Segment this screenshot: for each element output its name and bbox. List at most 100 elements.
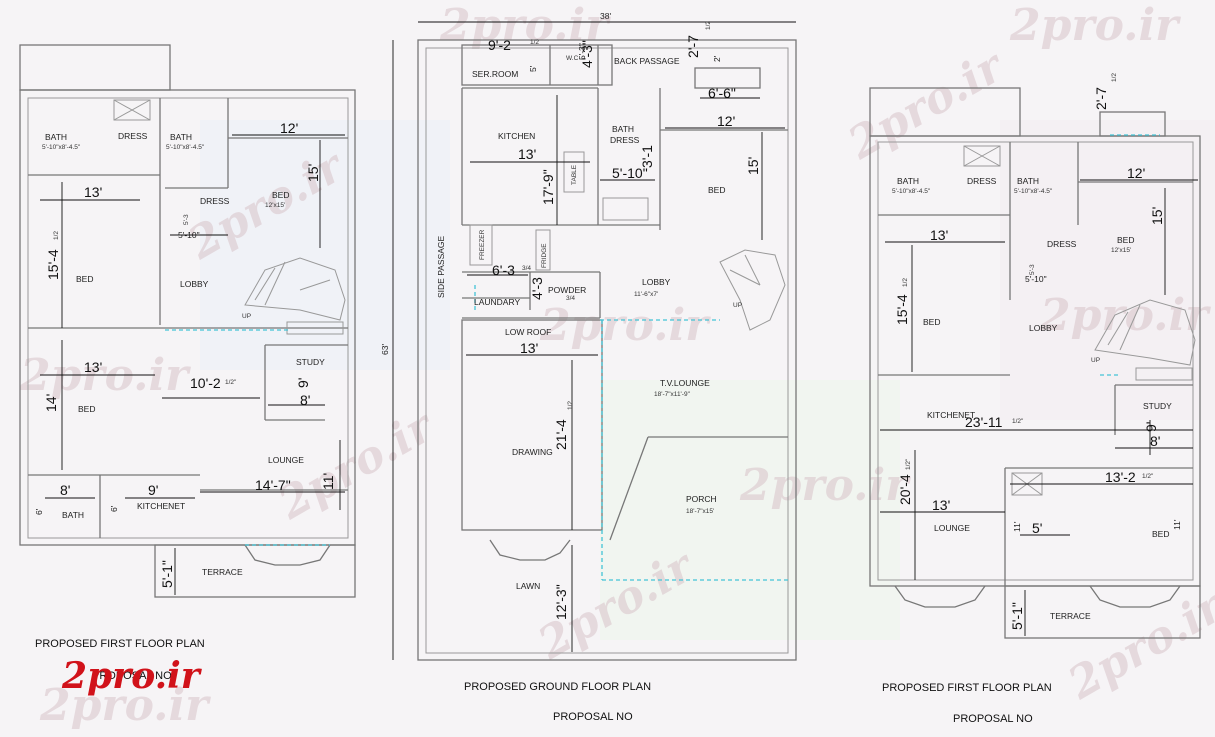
- room-label: LOBBY: [642, 277, 671, 287]
- dimension-text: 15'-4: [45, 249, 61, 280]
- room-label: T.V.LOUNGE: [660, 378, 710, 388]
- dimension-text: 11': [1172, 519, 1182, 530]
- room-label: LOUNGE: [268, 455, 304, 465]
- ground-floor-plan: SER.ROOM W.C BACK PASSAGE KITCHEN TABLE …: [380, 11, 797, 723]
- room-label: SIDE PASSAGE: [436, 235, 446, 298]
- room-size: 18'-7"x11'-9": [654, 391, 691, 398]
- room-label: DRESS: [118, 131, 148, 141]
- dimension-text: 23'-11: [965, 414, 1003, 430]
- room-label: LAUNDARY: [474, 297, 520, 307]
- watermark-text: 2pro.ir: [39, 680, 211, 731]
- dimension-text: 10'-2: [190, 375, 221, 391]
- dimension-text: 21'-4: [553, 419, 569, 450]
- room-label: BED: [708, 185, 725, 195]
- room-label: BATH: [62, 510, 84, 520]
- appliance-label: FRIDGE: [541, 243, 548, 268]
- stair-up-label: UP: [733, 302, 742, 309]
- room-label: TERRACE: [202, 567, 243, 577]
- dimension-text: 5'-1": [159, 560, 175, 588]
- dimension-fraction: 1/2: [530, 39, 539, 46]
- dimension-text: 9'-2: [488, 37, 511, 53]
- room-label: STUDY: [1143, 401, 1172, 411]
- dimension-text: 13': [518, 146, 536, 162]
- room-label: LAWN: [516, 581, 540, 591]
- dimension-text: 12': [1127, 165, 1145, 181]
- dimension-text: 8': [60, 482, 70, 498]
- dimension-text: 3'-1: [639, 145, 655, 168]
- room-size: 5'-10"x8'-4.5": [166, 144, 205, 151]
- dimension-text: 5'-1": [1009, 602, 1025, 630]
- room-label: DRESS: [200, 196, 230, 206]
- room-label: BATH: [612, 124, 634, 134]
- watermark-text: 2pro.ir: [1039, 290, 1211, 341]
- room-label: KITCHENET: [927, 410, 975, 420]
- dimension-fraction: 1/2": [225, 379, 237, 386]
- room-size: 5'-10"x8'-4.5": [892, 188, 931, 195]
- dimension-text: 38': [600, 11, 611, 21]
- watermark-text: 2pro.ir: [19, 350, 191, 401]
- dimension-text: 2'-7: [685, 35, 701, 58]
- dimension-text: 5'-10": [178, 230, 200, 240]
- room-size: 12'x15': [1111, 247, 1131, 254]
- dimension-text: 12': [717, 113, 735, 129]
- watermark-text: 2pro.ir: [439, 0, 611, 51]
- room-label: DRESS: [610, 135, 640, 145]
- room-label: KITCHEN: [498, 131, 535, 141]
- dimension-text: 63': [380, 344, 390, 355]
- dimension-text: 15': [305, 164, 321, 182]
- table-label: TABLE: [571, 164, 578, 185]
- dimension-fraction: 1/2: [53, 231, 60, 240]
- dimension-text: 6'-6": [708, 85, 736, 101]
- room-label: BACK PASSAGE: [614, 56, 680, 66]
- dimension-text: 15': [1149, 207, 1165, 225]
- room-label: LOBBY: [1029, 323, 1058, 333]
- dimension-fraction: 3/4: [566, 295, 575, 302]
- dimension-text: 11': [1012, 521, 1022, 532]
- dimension-text: 13': [84, 184, 102, 200]
- room-label: BED: [1117, 235, 1134, 245]
- room-label: BED: [1152, 529, 1169, 539]
- dimension-text: 6': [109, 505, 119, 512]
- dimension-fraction: 1/2": [1012, 418, 1024, 425]
- dimension-text: 13': [84, 359, 102, 375]
- dimension-fraction: 1/2: [902, 278, 909, 287]
- dimension-text: 6'-3: [492, 262, 515, 278]
- right-first-floor-plan: BATH 5'-10"x8'-4.5" DRESS BATH 5'-10"x8'…: [869, 73, 1201, 725]
- room-size: 5'-10"x8'-4.5": [42, 144, 81, 151]
- dimension-text: 6': [34, 508, 44, 515]
- dimension-text: 13': [930, 227, 948, 243]
- dimension-fraction: 1/2: [1111, 73, 1118, 82]
- dimension-fraction: 1/2": [1142, 473, 1154, 480]
- room-label: SER.ROOM: [472, 69, 518, 79]
- room-label: BED: [272, 190, 289, 200]
- dimension-text: 12': [280, 120, 298, 136]
- dimension-text: 13'-2: [1105, 469, 1136, 485]
- proposal-label: PROPOSAL NO: [953, 713, 1033, 725]
- dimension-text: 2': [712, 55, 722, 62]
- brand-logo: 2pro.ir: [61, 655, 203, 697]
- dimension-text: 20'-4: [897, 474, 913, 505]
- dimension-text: 5'-10": [612, 165, 648, 181]
- dimension-text: 15': [745, 157, 761, 175]
- room-label: BED: [923, 317, 940, 327]
- dimension-text: 17'-9": [540, 169, 556, 205]
- room-label: DRESS: [1047, 239, 1077, 249]
- appliance-label: FREEZER: [479, 229, 486, 260]
- dimension-text: 5': [1032, 520, 1042, 536]
- room-label: BATH: [1017, 176, 1039, 186]
- plan-title: PROPOSED FIRST FLOOR PLAN: [882, 682, 1052, 694]
- dimension-fraction: 3/4: [522, 265, 531, 272]
- dimension-fraction: 1/2: [705, 21, 712, 30]
- dimension-text: 5'-3: [183, 214, 190, 225]
- dimension-text: 4'-3": [579, 40, 595, 68]
- dimension-text: 13': [932, 497, 950, 513]
- dimension-text: 8': [300, 392, 310, 408]
- dimension-text: 12'-3": [553, 584, 569, 620]
- dimension-text: 14'-7": [255, 477, 291, 493]
- proposal-label: PROPOSAL NO: [553, 711, 633, 723]
- room-size: 18'-7"x15': [686, 508, 714, 515]
- room-label: BED: [78, 404, 95, 414]
- room-label: TERRACE: [1050, 611, 1091, 621]
- proposal-label: PROPOSAL NO: [92, 670, 172, 682]
- plan-title: PROPOSED GROUND FLOOR PLAN: [464, 681, 651, 693]
